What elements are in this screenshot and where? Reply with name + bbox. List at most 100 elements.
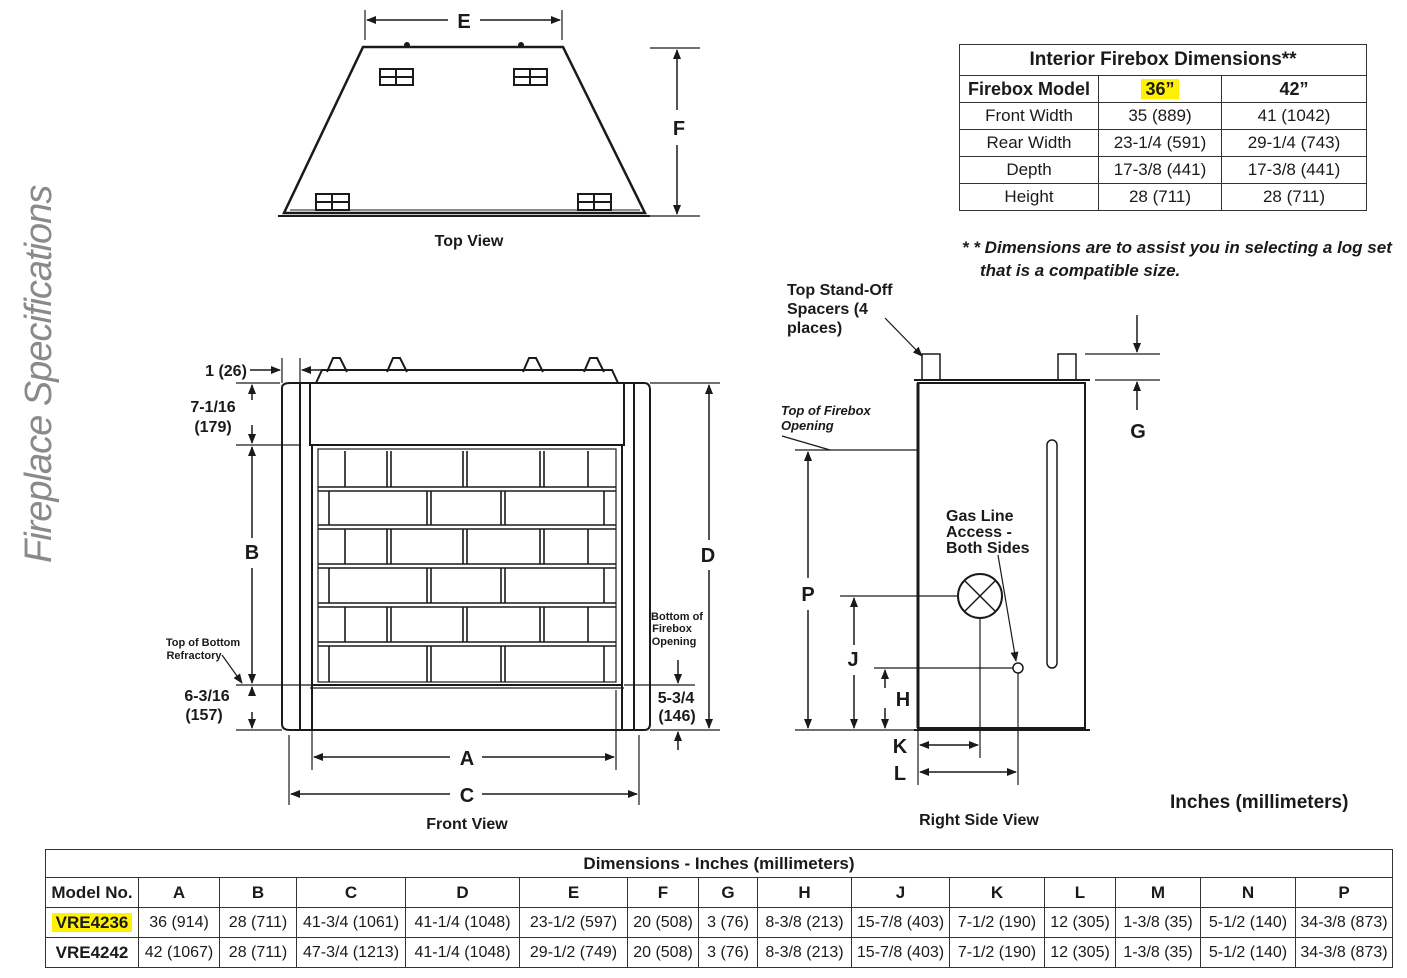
- table-cell: 12 (305): [1044, 907, 1116, 938]
- table-cell: 8-3/8 (213): [757, 907, 852, 938]
- table-row: Height 28 (711) 28 (711): [959, 183, 1367, 211]
- label-top-bottom-refractory-1: Top of Bottom: [166, 637, 241, 649]
- header-cell: N: [1200, 877, 1296, 908]
- firebox-cell: 28 (711): [1098, 183, 1222, 211]
- table-cell: 5-1/2 (140): [1200, 937, 1296, 968]
- label-c: C: [460, 785, 474, 807]
- table-cell: 23-1/2 (597): [519, 907, 628, 938]
- header-cell: B: [219, 877, 297, 908]
- firebox-header-model: Firebox Model: [959, 75, 1099, 103]
- header-cell: H: [757, 877, 852, 908]
- table-cell: 7-1/2 (190): [949, 907, 1045, 938]
- table-cell: 8-3/8 (213): [757, 937, 852, 968]
- table-cell: 41-1/4 (1048): [405, 907, 520, 938]
- label-146: (146): [658, 708, 695, 725]
- firebox-cell: 23-1/4 (591): [1098, 129, 1222, 157]
- header-cell: A: [138, 877, 220, 908]
- table-cell: 5-1/2 (140): [1200, 907, 1296, 938]
- dimensions-header-row: Model No. A B C D E F G H J K L M N P: [45, 877, 1393, 908]
- label-standoff-1: Top Stand-Off: [787, 282, 893, 299]
- header-cell: J: [851, 877, 950, 908]
- table-row: Depth 17-3/8 (441) 17-3/8 (441): [959, 156, 1367, 184]
- table-row: VRE4236 36 (914) 28 (711) 41-3/4 (1061) …: [45, 907, 1393, 938]
- label-gas-2: Access -: [946, 524, 1012, 541]
- firebox-cell: 35 (889): [1098, 102, 1222, 130]
- table-cell: 20 (508): [627, 937, 699, 968]
- side-view: [781, 315, 1160, 785]
- log-set-note: * * Dimensions are to assist you in sele…: [962, 236, 1392, 282]
- firebox-cell: Height: [959, 183, 1099, 211]
- label-b: B: [245, 542, 259, 564]
- firebox-dimensions-table: Interior Firebox Dimensions** Firebox Mo…: [959, 44, 1367, 211]
- table-cell: 3 (76): [698, 937, 758, 968]
- table-cell: 1-3/8 (35): [1115, 937, 1201, 968]
- table-cell: 7-1/2 (190): [949, 937, 1045, 968]
- label-5-3-4: 5-3/4: [658, 690, 695, 707]
- label-j: J: [847, 649, 858, 671]
- label-bottom-firebox-3: Opening: [652, 636, 697, 648]
- header-cell: L: [1044, 877, 1116, 908]
- highlight-vre4236: VRE4236: [51, 912, 133, 932]
- top-view: [278, 10, 700, 217]
- table-cell: 28 (711): [219, 907, 297, 938]
- label-top-bottom-refractory-2: Refractory: [166, 650, 222, 662]
- note-line-2: that is a compatible size.: [980, 261, 1181, 280]
- firebox-table-title: Interior Firebox Dimensions**: [959, 44, 1367, 76]
- table-cell: 15-7/8 (403): [851, 937, 950, 968]
- header-cell: G: [698, 877, 758, 908]
- table-cell: 3 (76): [698, 907, 758, 938]
- table-row: VRE4242 42 (1067) 28 (711) 47-3/4 (1213)…: [45, 937, 1393, 968]
- label-standoff-3: places): [787, 320, 842, 337]
- label-a: A: [460, 748, 474, 770]
- firebox-cell: Front Width: [959, 102, 1099, 130]
- header-cell: F: [627, 877, 699, 908]
- header-cell: M: [1115, 877, 1201, 908]
- label-bottom-firebox-2: Firebox: [652, 623, 693, 635]
- header-cell: E: [519, 877, 628, 908]
- header-cell: Model No.: [45, 877, 139, 908]
- firebox-cell: 17-3/8 (441): [1098, 156, 1222, 184]
- firebox-cell: 41 (1042): [1221, 102, 1367, 130]
- highlight-36: 36”: [1141, 78, 1179, 99]
- table-cell: 1-3/8 (35): [1115, 907, 1201, 938]
- header-cell: K: [949, 877, 1045, 908]
- units-label: Inches (millimeters): [1170, 792, 1349, 813]
- label-d: D: [701, 545, 715, 567]
- label-e: E: [457, 11, 470, 33]
- label-1-26: 1 (26): [205, 363, 247, 380]
- table-cell: 41-1/4 (1048): [405, 937, 520, 968]
- label-g: G: [1130, 421, 1146, 443]
- table-cell: 47-3/4 (1213): [296, 937, 406, 968]
- label-h: H: [896, 689, 910, 711]
- firebox-cell: Depth: [959, 156, 1099, 184]
- front-view: [221, 357, 720, 805]
- front-view-caption: Front View: [426, 816, 508, 833]
- header-cell: P: [1295, 877, 1393, 908]
- firebox-cell: 17-3/8 (441): [1221, 156, 1367, 184]
- header-cell: C: [296, 877, 406, 908]
- dimensions-table-title: Dimensions - Inches (millimeters): [45, 849, 1393, 878]
- table-cell: 41-3/4 (1061): [296, 907, 406, 938]
- table-row: Rear Width 23-1/4 (591) 29-1/4 (743): [959, 129, 1367, 157]
- model-cell: VRE4242: [45, 937, 139, 968]
- label-157: (157): [185, 707, 222, 724]
- table-cell: 15-7/8 (403): [851, 907, 950, 938]
- table-row: Front Width 35 (889) 41 (1042): [959, 102, 1367, 130]
- label-gas-1: Gas Line: [946, 508, 1014, 525]
- note-line-1: * * Dimensions are to assist you in sele…: [962, 238, 1392, 257]
- firebox-cell: 29-1/4 (743): [1221, 129, 1367, 157]
- firebox-header-42: 42”: [1221, 75, 1367, 103]
- label-bottom-firebox-1: Bottom of: [651, 611, 703, 623]
- table-cell: 12 (305): [1044, 937, 1116, 968]
- table-cell: 34-3/8 (873): [1295, 907, 1393, 938]
- label-top-firebox-1: Top of Firebox: [781, 403, 872, 418]
- firebox-cell: 28 (711): [1221, 183, 1367, 211]
- table-cell: 36 (914): [138, 907, 220, 938]
- label-gas-3: Both Sides: [946, 540, 1030, 557]
- dimensions-table: Dimensions - Inches (millimeters) Model …: [45, 849, 1393, 968]
- table-cell: 34-3/8 (873): [1295, 937, 1393, 968]
- label-p: P: [801, 584, 814, 606]
- model-cell: VRE4236: [45, 907, 139, 938]
- top-view-caption: Top View: [435, 233, 504, 250]
